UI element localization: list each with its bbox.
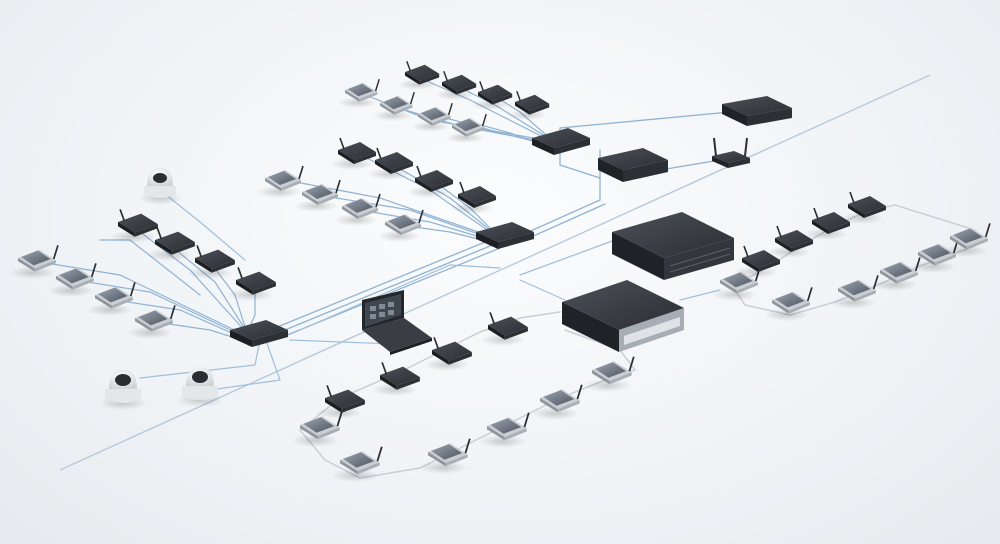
control-unit[interactable] (562, 280, 684, 352)
delegate-units (9, 60, 991, 482)
media-box[interactable] (598, 148, 668, 182)
delegate-mic-unit[interactable] (330, 137, 376, 170)
delegate-screen-unit[interactable] (47, 263, 97, 297)
delegate-screen-unit[interactable] (372, 91, 415, 121)
server-links (139, 189, 721, 391)
dome-camera[interactable] (138, 168, 182, 205)
delegate-mic-unit[interactable] (840, 191, 886, 224)
delegate-screen-unit[interactable] (86, 282, 136, 316)
delegate-mic-unit[interactable] (371, 362, 420, 396)
delegate-mic-unit[interactable] (470, 80, 513, 110)
network-box[interactable] (722, 96, 792, 126)
delegate-screen-unit[interactable] (126, 305, 176, 339)
delegate-mic-unit[interactable] (367, 147, 413, 180)
delegate-mic-unit[interactable] (109, 209, 158, 243)
delegate-mic-unit[interactable] (407, 165, 453, 198)
delegate-mic-unit[interactable] (227, 267, 276, 301)
laptop-control[interactable] (362, 290, 432, 355)
delegate-screen-unit[interactable] (294, 179, 341, 212)
cameras (99, 168, 224, 410)
delegate-mic-unit[interactable] (316, 385, 365, 419)
delegate-screen-unit[interactable] (334, 193, 381, 226)
delegate-screen-unit[interactable] (9, 245, 59, 279)
delegate-mic-unit[interactable] (397, 60, 440, 90)
delegate-screen-unit[interactable] (419, 438, 471, 474)
network-switch[interactable] (476, 222, 534, 249)
delegate-mic-unit[interactable] (507, 90, 550, 120)
delegate-mic-unit[interactable] (146, 227, 195, 261)
delegate-screen-unit[interactable] (410, 102, 453, 132)
delegate-screen-unit[interactable] (331, 446, 383, 482)
delegate-screen-unit[interactable] (711, 267, 761, 301)
delegate-screen-unit[interactable] (583, 356, 635, 392)
delegate-screen-unit[interactable] (763, 287, 813, 321)
delegate-mic-unit[interactable] (767, 225, 813, 258)
wireless-access-point[interactable] (712, 137, 750, 168)
delegate-screen-unit[interactable] (377, 209, 424, 242)
servers (562, 96, 792, 352)
delegate-mic-unit[interactable] (479, 312, 528, 346)
delegate-screen-unit[interactable] (291, 411, 343, 447)
delegate-mic-unit[interactable] (423, 337, 472, 371)
network-switch[interactable] (230, 320, 288, 347)
delegate-screen-unit[interactable] (871, 257, 921, 291)
hubs (230, 128, 590, 347)
rack-server[interactable] (612, 212, 734, 280)
delegate-screen-unit[interactable] (478, 412, 530, 448)
delegate-screen-unit[interactable] (257, 165, 304, 198)
delegate-screen-unit[interactable] (829, 275, 879, 309)
delegate-mic-unit[interactable] (434, 70, 477, 100)
delegate-mic-unit[interactable] (450, 181, 496, 214)
delegate-screen-unit[interactable] (337, 78, 380, 108)
delegate-mic-unit[interactable] (804, 207, 850, 240)
delegate-mic-unit[interactable] (186, 245, 235, 279)
dome-camera[interactable] (99, 370, 147, 410)
network-switch[interactable] (532, 128, 590, 155)
delegate-screen-unit[interactable] (531, 384, 583, 420)
dome-camera[interactable] (176, 367, 224, 407)
delegate-mic-unit[interactable] (734, 245, 780, 278)
delegate-screen-unit[interactable] (941, 223, 991, 257)
delegate-screen-unit[interactable] (444, 113, 487, 143)
delegate-screen-unit[interactable] (909, 239, 959, 273)
